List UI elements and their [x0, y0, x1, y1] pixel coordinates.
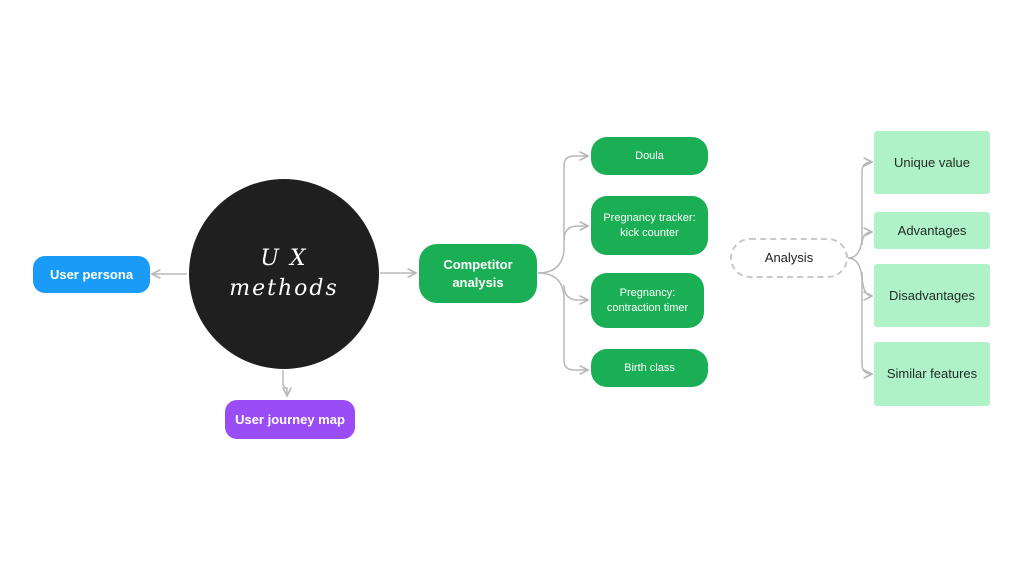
connector-competitor-doula: [537, 156, 588, 274]
connector-competitor-birth: [537, 272, 588, 370]
analysis-disadvantages-node[interactable]: Disadvantages: [874, 264, 990, 327]
competitor-analysis-node[interactable]: Competitor analysis: [419, 244, 537, 303]
analysis-unique-value-node[interactable]: Unique value: [874, 131, 990, 194]
connector-competitor-contraction: [563, 284, 588, 300]
analysis-similar-features-node[interactable]: Similar features: [874, 342, 990, 406]
connector-center-journey: [283, 370, 287, 396]
connector-competitor-kick: [563, 226, 588, 241]
ux-methods-hub: U X methods: [189, 179, 379, 369]
competitor-contraction-timer-node[interactable]: Pregnancy: contraction timer: [591, 273, 704, 328]
hub-line-1: U X: [260, 246, 308, 272]
connector-analysis-similar: [847, 257, 872, 374]
connector-analysis-disadvantages: [861, 271, 872, 296]
competitor-kick-counter-node[interactable]: Pregnancy tracker: kick counter: [591, 196, 708, 255]
connector-analysis-advantages: [861, 232, 872, 246]
user-persona-node[interactable]: User persona: [33, 256, 150, 293]
hub-line-2: methods: [229, 276, 339, 301]
user-journey-map-node[interactable]: User journey map: [225, 400, 355, 439]
analysis-node[interactable]: Analysis: [730, 238, 848, 278]
competitor-doula-node[interactable]: Doula: [591, 137, 708, 175]
analysis-advantages-node[interactable]: Advantages: [874, 212, 990, 249]
competitor-birth-class-node[interactable]: Birth class: [591, 349, 708, 387]
connector-analysis-unique: [847, 162, 872, 259]
